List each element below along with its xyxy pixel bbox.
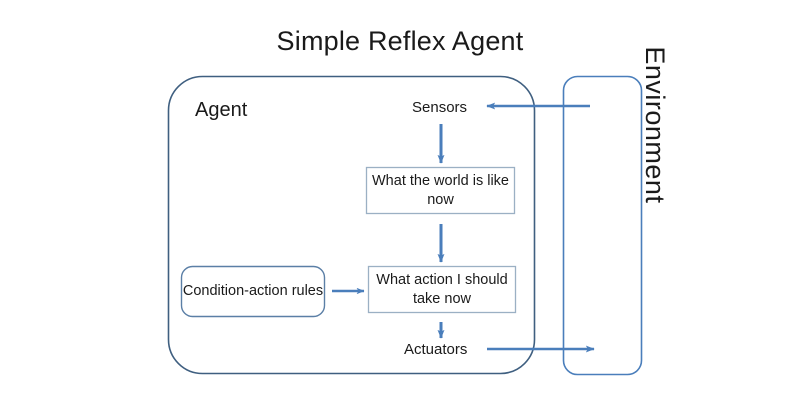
- page-title: Simple Reflex Agent: [276, 26, 524, 56]
- environment-container-shape: [562, 75, 643, 376]
- sensors-label: Sensors: [412, 99, 468, 116]
- environment-container-label: Environment: [639, 46, 670, 204]
- rules-box-label: Condition-action rules: [182, 283, 324, 300]
- world-state-box-shape: [365, 166, 516, 215]
- action-selection-box-shape: [367, 265, 517, 314]
- rules-box-shape: [180, 265, 326, 318]
- agent-container-label: Agent: [195, 99, 248, 121]
- action-selection-box-label: What action I should take now: [376, 272, 508, 307]
- world-state-box-label: What the world is like now: [372, 173, 509, 208]
- actuators-label: Actuators: [404, 341, 468, 358]
- agent-container-shape: [167, 75, 536, 375]
